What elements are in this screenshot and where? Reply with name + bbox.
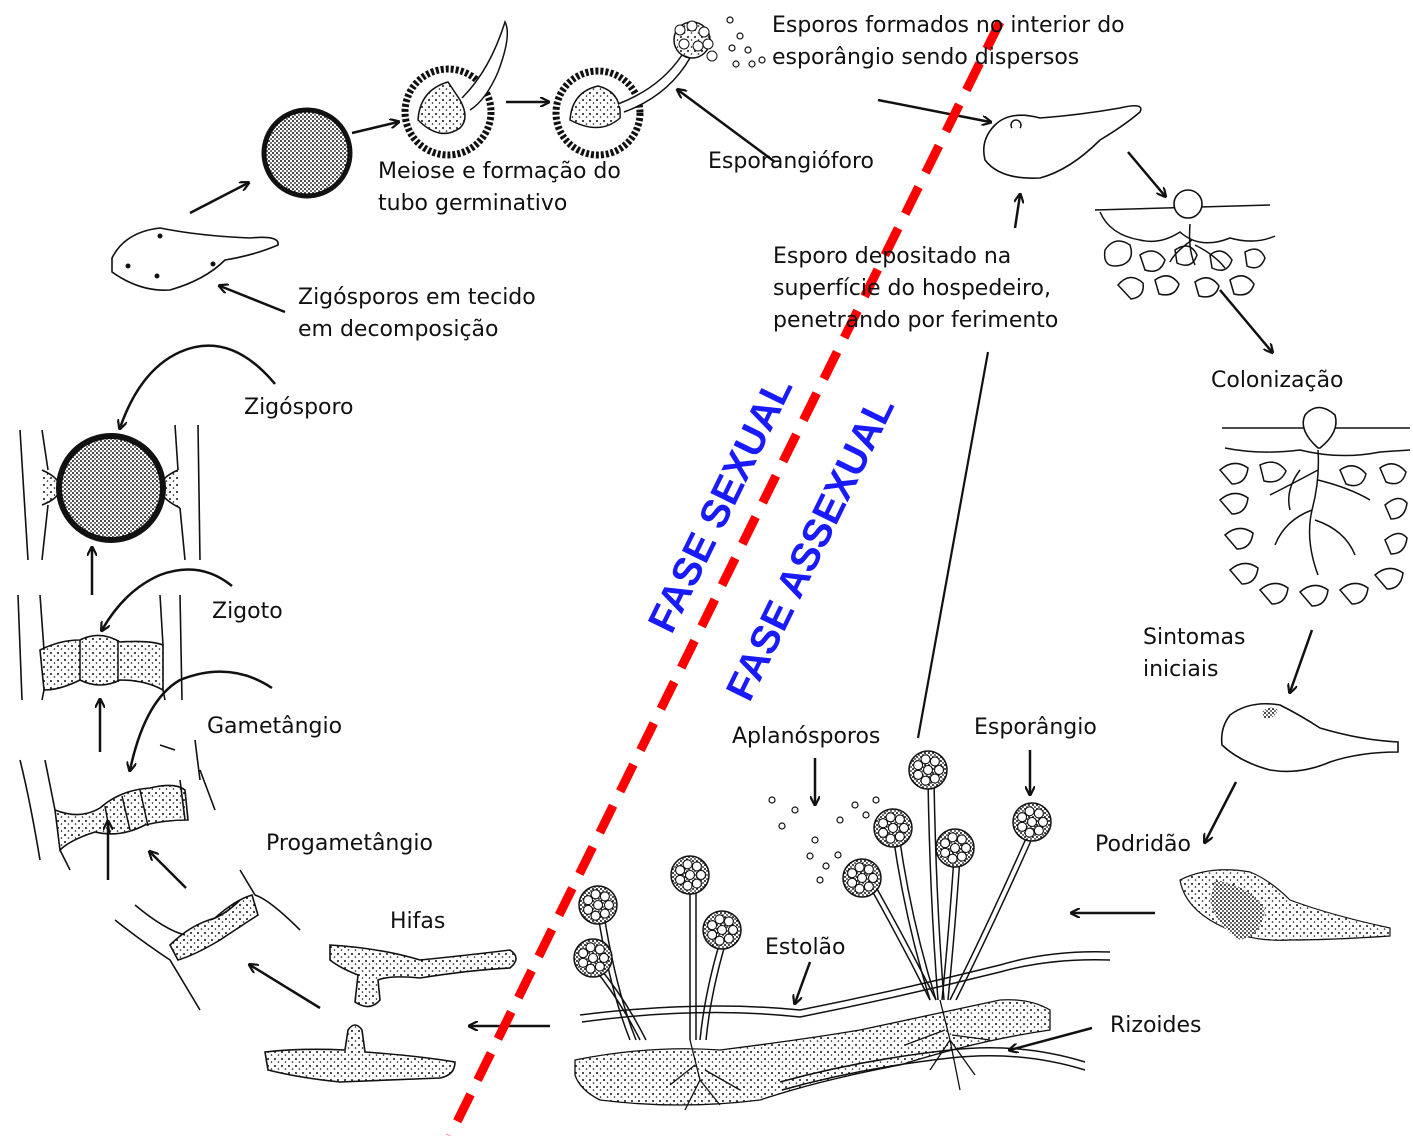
sporangium-head <box>574 939 612 977</box>
mature-zygospore <box>264 110 350 196</box>
label-zygospore: Zigósporo <box>244 392 354 424</box>
label-spores-dispersed: Esporos formados no interior do esporâng… <box>772 10 1125 74</box>
hyphae-drawing <box>265 945 516 1082</box>
cycle-arrow <box>1220 290 1272 352</box>
decomposing-tissue <box>112 228 278 290</box>
label-initial-symptoms: Sintomas iniciais <box>1143 622 1245 686</box>
initial-symptoms-tissue <box>1222 704 1398 772</box>
label-spores-dispersed-line1: Esporos formados no interior do <box>772 10 1125 42</box>
sporangium-head <box>703 911 741 949</box>
germ-sporangium <box>674 21 717 61</box>
label-initial-symptoms-line2: iniciais <box>1143 654 1245 686</box>
label-progametangium: Progametângio <box>266 828 433 860</box>
germinating-zygospore-2 <box>556 17 765 155</box>
cycle-arrow <box>1205 782 1236 842</box>
tissue-zygospore-dot <box>158 234 163 239</box>
label-meiosis: Meiose e formação do tubo germinativo <box>378 156 621 220</box>
label-spore-deposit-line3: penetrando por ferimento <box>773 305 1058 337</box>
cycle-arrow <box>190 183 248 213</box>
sporangiophores <box>593 780 1038 1040</box>
colonization-sporangium <box>1303 408 1336 449</box>
label-spores-dispersed-line2: esporângio sendo dispersos <box>772 42 1125 74</box>
label-sporangiophore: Esporangióforo <box>708 146 874 178</box>
label-initial-symptoms-line1: Sintomas <box>1143 622 1245 654</box>
tissue-zygospore-dot <box>211 262 216 267</box>
label-colonization: Colonização <box>1211 365 1344 397</box>
label-hyphae: Hifas <box>390 906 445 938</box>
cycle-arrow <box>1015 195 1020 228</box>
healthy-host-tissue <box>984 106 1141 178</box>
label-zygospores-tissue-line1: Zigósporos em tecido <box>298 282 536 314</box>
cycle-arrow <box>150 852 186 888</box>
label-spore-deposit-line1: Esporo depositado na <box>773 241 1058 273</box>
label-zygospores-tissue: Zigósporos em tecido em decomposição <box>298 282 536 346</box>
label-zygospores-tissue-line2: em decomposição <box>298 314 536 346</box>
germinating-zygospore-1 <box>405 22 507 155</box>
label-spore-deposit-line2: superfície do hospedeiro, <box>773 273 1058 305</box>
cycle-arrow <box>250 965 320 1008</box>
colonization-section <box>1220 428 1410 606</box>
infection-section <box>1095 205 1275 299</box>
cycle-arrow <box>795 962 810 1003</box>
sporangium-head <box>579 886 617 924</box>
cycle-arrow <box>878 100 990 122</box>
sporangium-head <box>671 856 709 894</box>
sporangium-head <box>936 829 974 867</box>
label-aplanospores: Aplanósporos <box>732 721 880 753</box>
label-spore-deposit: Esporo depositado na superfície do hospe… <box>773 241 1058 337</box>
sporangium-head <box>1013 803 1051 841</box>
label-stolon: Estolão <box>765 932 846 964</box>
label-zygote: Zigoto <box>212 596 283 628</box>
sporangium-head <box>874 809 912 847</box>
cycle-arrow <box>352 122 398 133</box>
zygote-stage-drawing <box>18 595 182 700</box>
progametangium-stage-drawing <box>115 870 300 1010</box>
label-meiosis-line2: tubo germinativo <box>378 188 621 220</box>
cycle-arrow <box>220 286 285 312</box>
cycle-arrow <box>1290 630 1312 692</box>
tissue-zygospore-dot <box>126 264 131 269</box>
label-rhizoids: Rizoides <box>1110 1010 1201 1042</box>
label-sporangium: Esporângio <box>974 712 1097 744</box>
label-gametangium: Gametângio <box>207 711 342 743</box>
tissue-zygospore-dot <box>155 274 160 279</box>
cycle-arrow <box>1128 152 1165 196</box>
sporangium-head <box>843 859 881 897</box>
released-spores <box>727 17 765 67</box>
label-meiosis-line1: Meiose e formação do <box>378 156 621 188</box>
label-rot: Podridão <box>1095 829 1191 861</box>
connector-line <box>918 352 988 738</box>
sporangium-head <box>909 751 947 789</box>
zygospore-stage-drawing <box>20 425 200 560</box>
infection-sporangium <box>1174 190 1202 218</box>
gametangium-stage-drawing <box>20 740 215 870</box>
